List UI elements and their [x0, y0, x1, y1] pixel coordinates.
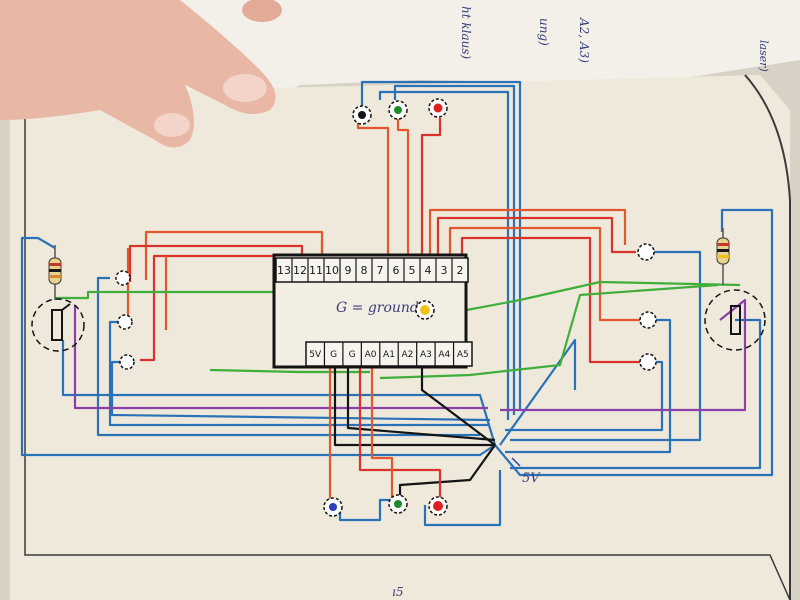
- pin-13: 13: [277, 264, 291, 277]
- pin-label: A0: [365, 350, 377, 360]
- pin-label: 10: [325, 264, 339, 277]
- button-icon: [639, 311, 657, 329]
- pin-label: A3: [420, 350, 432, 360]
- pin-label: A1: [383, 350, 395, 360]
- pin-label: A2: [401, 350, 413, 360]
- pin-9: 9: [339, 258, 352, 282]
- pin-label: 13: [277, 264, 291, 277]
- bottom-scribble: ı5: [392, 585, 403, 599]
- pin-6: 6: [387, 258, 400, 282]
- resistor-icon: [716, 228, 730, 285]
- button-icon: [639, 353, 657, 371]
- pin-label: 4: [425, 264, 432, 277]
- pin-g: G: [323, 342, 337, 366]
- button-icon: [115, 270, 131, 286]
- pin-11: 11: [307, 258, 323, 282]
- led-icon: [352, 105, 372, 125]
- margin-note-1: laser): [757, 40, 770, 72]
- board-legend: G = ground: [336, 300, 419, 316]
- pin-label: 8: [361, 264, 368, 277]
- button-icon: [119, 354, 135, 370]
- pin-4: 4: [419, 258, 432, 282]
- pin-8: 8: [355, 258, 368, 282]
- pin-label: 6: [393, 264, 400, 277]
- arrow-mark: [511, 457, 521, 467]
- pin-label: 5V: [309, 350, 322, 360]
- pin-label: A4: [438, 350, 450, 360]
- pin-label: 7: [377, 264, 384, 277]
- pin-label: 11: [309, 264, 323, 277]
- pin-label: G: [330, 350, 337, 360]
- page-border: [24, 100, 791, 600]
- bottom-pin-row: 5V G G A0 A1 A2 A3 A4 A5: [309, 342, 469, 366]
- pin-5: 5: [403, 258, 416, 282]
- pin-2: 2: [451, 258, 464, 282]
- joystick-icon: [31, 298, 85, 352]
- led-icon: [428, 98, 448, 118]
- bottom-header: [305, 341, 473, 367]
- button-icon: [637, 243, 655, 261]
- pin-label: 9: [345, 264, 352, 277]
- pin-a5: A5: [452, 342, 469, 366]
- pin-label: G: [349, 350, 356, 360]
- pin-g: G: [342, 342, 356, 366]
- led-icon: [415, 300, 435, 320]
- pin-12: 12: [291, 258, 307, 282]
- pin-a0: A0: [360, 342, 377, 366]
- led-icon: [388, 100, 408, 120]
- led-icon: [323, 497, 343, 517]
- hand-fingers: [0, 0, 282, 148]
- resistor-icon: [48, 245, 62, 300]
- pin-label: 12: [293, 264, 307, 277]
- ground-mark-label: 5V: [522, 471, 541, 486]
- pin-label: 5: [409, 264, 416, 277]
- margin-note-4: ht klaus): [459, 6, 473, 60]
- joystick-icon: [704, 289, 766, 351]
- pin-a1: A1: [379, 342, 395, 366]
- margin-note-3: ung): [537, 18, 551, 46]
- pin-label: A5: [457, 350, 469, 360]
- button-icon: [117, 314, 133, 330]
- pin-a4: A4: [434, 342, 451, 366]
- pin-a2: A2: [397, 342, 413, 366]
- pin-label: 2: [457, 264, 464, 277]
- led-icon: [388, 494, 408, 514]
- pin-10: 10: [323, 258, 339, 282]
- pin-3: 3: [435, 258, 448, 282]
- pin-7: 7: [371, 258, 384, 282]
- page-edge: [744, 74, 791, 600]
- pin-a3: A3: [416, 342, 432, 366]
- led-icon: [428, 496, 448, 516]
- pin-label: 3: [441, 264, 448, 277]
- margin-note-2: A2, A3): [577, 17, 591, 63]
- pin-5v: 5V: [309, 350, 322, 360]
